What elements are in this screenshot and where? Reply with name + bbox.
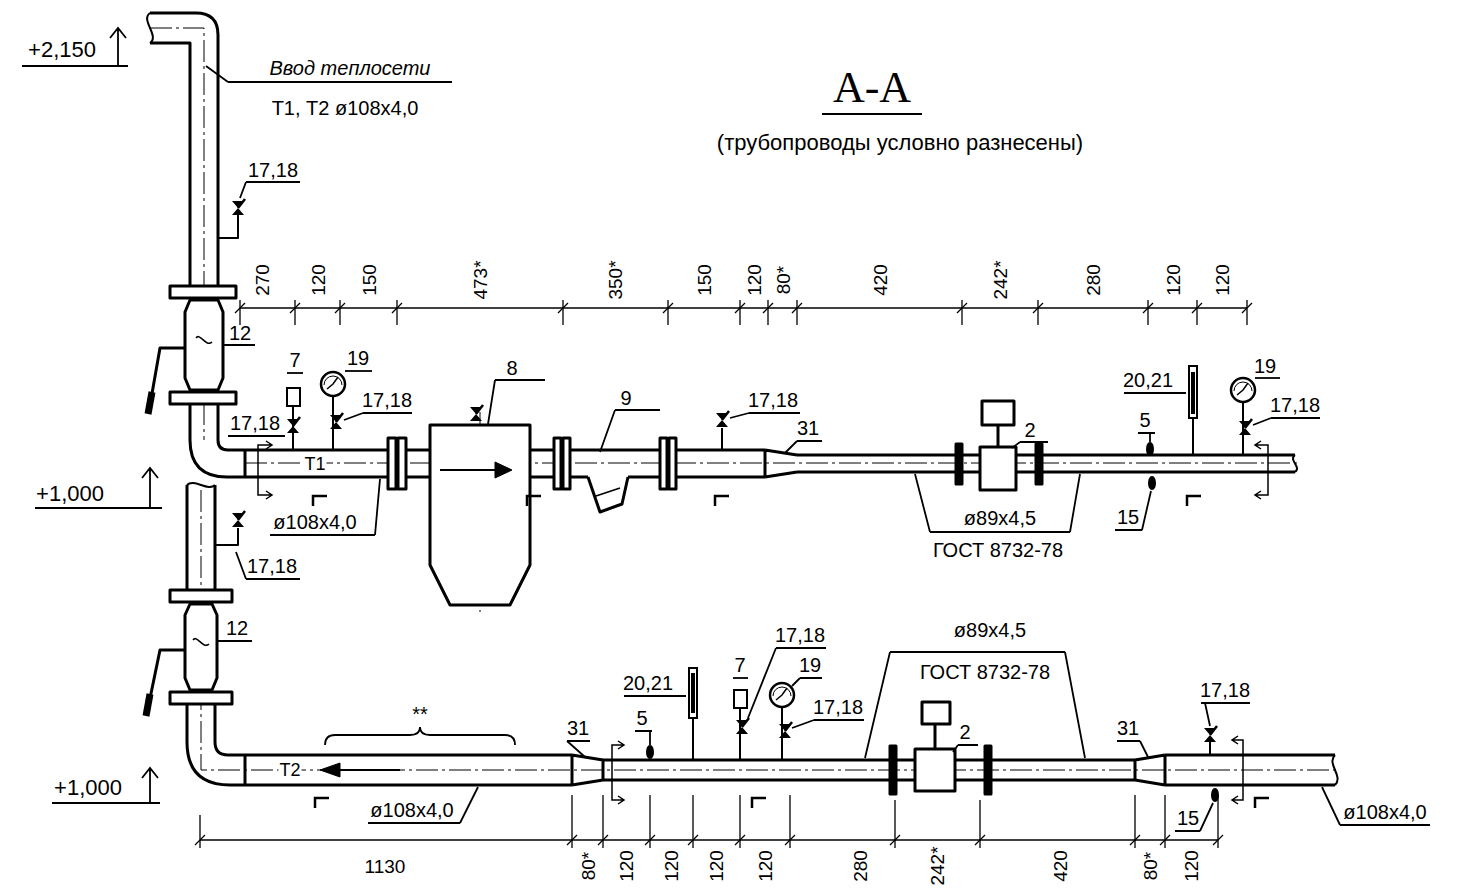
- pipework: [146, 13, 1338, 794]
- leader-lines: [206, 66, 1430, 831]
- dimension-value: 80*: [774, 265, 793, 296]
- callout-label: (трубопроводы условно разнесены): [716, 132, 1084, 154]
- callout-label: 20,21: [1122, 370, 1174, 390]
- callout-label: 2: [1023, 420, 1036, 440]
- dimension-value: 350*: [606, 259, 625, 300]
- callout-label: 17,18: [246, 556, 298, 576]
- callout-label: 2: [958, 722, 971, 742]
- callout-label: 31: [566, 718, 590, 738]
- callout-label: 17,18: [812, 697, 864, 717]
- callout-label: 8: [505, 358, 518, 378]
- callout-label: 7: [733, 655, 746, 675]
- dimension-value: 270: [253, 263, 272, 297]
- callout-label: 5: [635, 708, 648, 728]
- callout-label: 17,18: [747, 390, 799, 410]
- callout-label: 31: [1116, 718, 1140, 738]
- callout-label: 20,21: [622, 673, 674, 693]
- callout-label: 15: [1116, 507, 1140, 527]
- callout-label: ø89x4,5: [963, 508, 1037, 528]
- section-marks: [313, 496, 1269, 808]
- dimension-value: 120: [707, 849, 726, 883]
- dimension-value: 280: [851, 849, 870, 883]
- callout-label: Ввод теплосети: [269, 58, 432, 78]
- callout-label: 17,18: [247, 160, 299, 180]
- dimension-value: 280: [1084, 263, 1103, 297]
- callout-label: 19: [1253, 356, 1277, 376]
- dimension-value: 120: [617, 849, 636, 883]
- callout-label: 12: [225, 618, 249, 638]
- callout-label: 17,18: [774, 625, 826, 645]
- dimension-value: 420: [871, 263, 890, 297]
- callout-label: ø89x4,5: [953, 620, 1027, 640]
- callout-label: 15: [1176, 808, 1200, 828]
- dimension-value: 150: [360, 263, 379, 297]
- callout-label: Т2: [278, 761, 301, 779]
- callout-label: **: [411, 704, 429, 724]
- dimension-value: 150: [695, 263, 714, 297]
- centre-lines: [150, 28, 1340, 770]
- dimension-value: 80*: [579, 851, 598, 882]
- dimension-value: 120: [1164, 263, 1183, 297]
- callout-label: ø108x4,0: [369, 800, 454, 820]
- callout-label: 17,18: [1269, 395, 1321, 415]
- section-brackets: [258, 441, 1268, 804]
- dimension-value: 242*: [928, 845, 947, 886]
- dimension-value: 120: [745, 263, 764, 297]
- dimension-value: 120: [1213, 263, 1232, 297]
- callout-label: ø108x4,0: [1342, 802, 1427, 822]
- callout-label: 17,18: [229, 413, 281, 433]
- callout-label: +1,000: [35, 483, 105, 505]
- dimension-value: 120: [756, 849, 775, 883]
- instruments: [287, 366, 1243, 801]
- dimension-lines: [195, 300, 1252, 848]
- callout-label: 7: [288, 350, 301, 370]
- callout-label: 9: [619, 388, 632, 408]
- dimension-value: 120: [662, 849, 681, 883]
- elevation-marks: [22, 28, 162, 803]
- callout-label: 5: [1138, 410, 1151, 430]
- dimension-value: 80*: [1141, 851, 1160, 882]
- callout-label: 19: [798, 655, 822, 675]
- dimension-value: 242*: [991, 259, 1010, 300]
- callout-label: 31: [796, 418, 820, 438]
- dimension-value: 120: [309, 263, 328, 297]
- callout-label: 17,18: [361, 390, 413, 410]
- callout-label: 12: [228, 323, 252, 343]
- callout-label: ГОСТ 8732-78: [919, 662, 1051, 682]
- callout-label: ø108x4,0: [272, 512, 357, 532]
- callout-label: +2,150: [27, 39, 97, 61]
- callout-label: 17,18: [1199, 680, 1251, 700]
- callout-label: Т1, Т2 ø108x4,0: [271, 98, 420, 118]
- callout-label: +1,000: [53, 777, 123, 799]
- callout-label: ГОСТ 8732-78: [932, 540, 1064, 560]
- dimension-value: 473*: [471, 259, 490, 300]
- callout-label: 1130: [364, 857, 407, 876]
- callout-label: 19: [346, 348, 370, 368]
- dimension-value: 420: [1051, 849, 1070, 883]
- section-title: А-А: [833, 66, 911, 110]
- callout-label: Т1: [303, 455, 326, 473]
- dimension-value: 120: [1182, 849, 1201, 883]
